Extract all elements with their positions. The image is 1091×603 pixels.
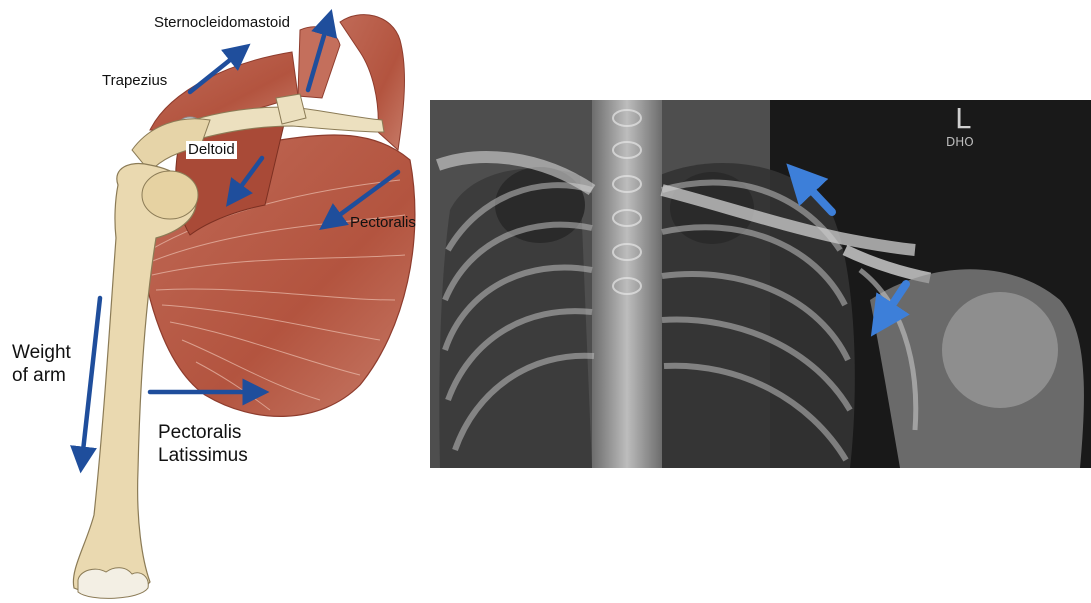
- neck-muscle: [298, 27, 340, 98]
- humeral-head: [142, 171, 198, 219]
- label-pectoralis-latissimus: Pectoralis Latissimus: [158, 422, 248, 468]
- label-trapezius: Trapezius: [102, 72, 167, 90]
- xray-initials: DHO: [946, 135, 974, 149]
- xray-spine: [592, 100, 662, 468]
- xray-image: [430, 100, 1091, 468]
- weight-arrow: [82, 298, 100, 460]
- label-deltoid: Deltoid: [186, 141, 237, 159]
- label-pectoralis-upper: Pectoralis: [350, 214, 416, 232]
- label-weight-line2: of arm: [12, 365, 71, 388]
- sternal-end: [276, 94, 306, 124]
- label-latissimus-line: Latissimus: [158, 445, 248, 468]
- label-pectoralis-line: Pectoralis: [158, 422, 248, 445]
- xray-humeral-head: [942, 292, 1058, 408]
- xray-side-marker: L: [955, 102, 971, 135]
- shoulder-illustration: [73, 15, 415, 599]
- label-weight-line1: Weight: [12, 342, 71, 365]
- humerus-condyles: [78, 568, 148, 599]
- label-sternocleidomastoid: Sternocleidomastoid: [154, 14, 290, 32]
- label-weight-of-arm: Weight of arm: [12, 342, 71, 388]
